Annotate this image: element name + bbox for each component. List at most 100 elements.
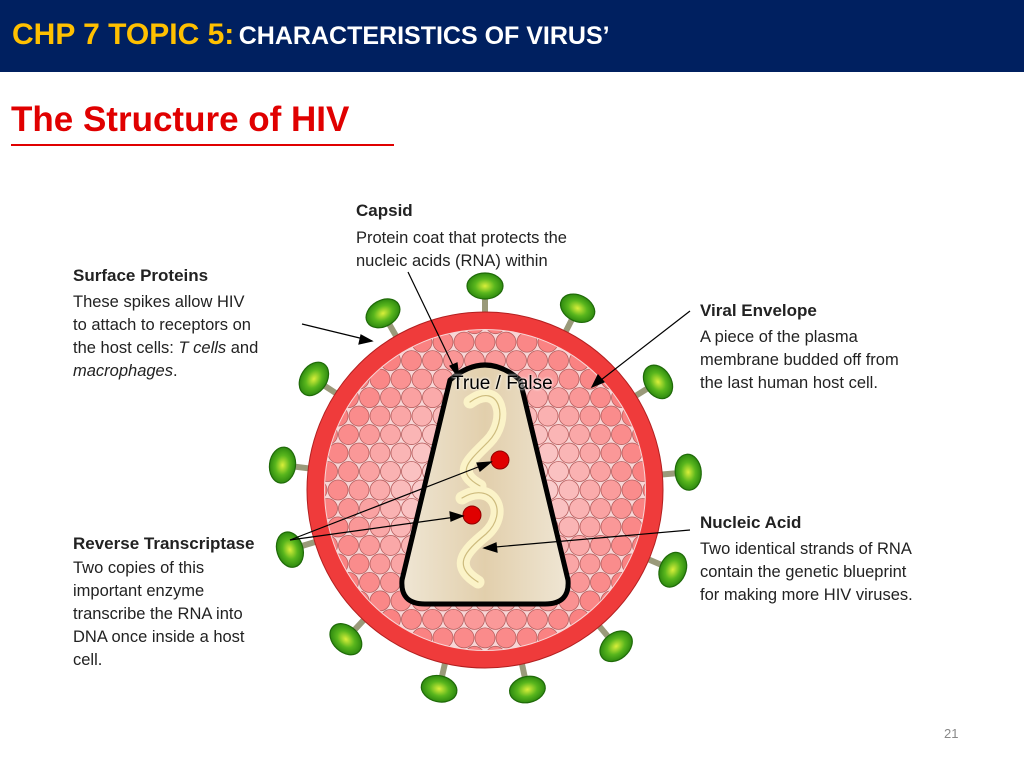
- surface-protein-spike: [599, 630, 633, 663]
- true-false-overlay: True / False: [452, 373, 553, 394]
- reverse-transcriptase-label-line-3: transcribe the RNA into: [73, 605, 243, 623]
- matrix-cell: [422, 387, 443, 409]
- rt-pointer-line-2: [289, 515, 464, 541]
- matrix-cell: [325, 479, 328, 501]
- envelope-pointer-line: [591, 310, 691, 388]
- envelope-pointer-arrowhead: [590, 373, 605, 389]
- page-number: 21: [944, 726, 959, 741]
- slide-subtitle: The Structure of HIV: [11, 100, 350, 139]
- matrix-cell: [453, 331, 475, 353]
- matrix-cell: [411, 405, 433, 427]
- surface-protein-spike: [642, 364, 674, 400]
- surface-protein-spike: [268, 446, 297, 484]
- matrix-cell: [453, 627, 475, 649]
- matrix-cell: [348, 405, 370, 427]
- matrix-cell: [390, 368, 412, 390]
- matrix-cell: [527, 608, 548, 630]
- matrix-cell: [338, 498, 359, 519]
- capsid-pointer-line: [407, 271, 460, 379]
- matrix-cell: [569, 387, 590, 409]
- matrix-cell: [548, 424, 569, 445]
- matrix-cell: [359, 461, 380, 482]
- matrix-cell: [359, 387, 380, 409]
- viral-envelope-label: Viral Envelope A piece of the plasma mem…: [700, 301, 899, 395]
- reverse-transcriptase-label-line-5: cell.: [73, 651, 103, 669]
- nucleic-acid-label: Nucleic Acid Two identical strands of RN…: [700, 513, 913, 607]
- matrix-cell: [569, 572, 590, 593]
- surface-proteins-label-line-2: to attach to receptors on: [73, 316, 251, 334]
- surface-protein-spike: [329, 623, 363, 656]
- matrix-cell: [506, 350, 527, 372]
- matrix-cell: [611, 461, 632, 482]
- matrix-cell: [401, 424, 422, 445]
- nucleic-acid-label-line-3: for making more HIV viruses.: [700, 586, 913, 604]
- nucleic-acid-label-line-2: contain the genetic blueprint: [700, 563, 907, 581]
- matrix-cell: [590, 498, 611, 519]
- matrix-cell: [548, 350, 569, 372]
- surface-proteins-line-3-text: the host cells:: [73, 339, 179, 357]
- matrix-cell: [390, 405, 412, 427]
- matrix-cell: [558, 516, 580, 538]
- viral-envelope-label-line-2: membrane budded off from: [700, 351, 899, 369]
- matrix-cell: [611, 424, 632, 445]
- matrix-cell: [401, 387, 422, 409]
- matrix-cell: [464, 330, 485, 335]
- matrix-cell: [600, 479, 622, 501]
- matrix-cell: [579, 479, 601, 501]
- matrix-cell: [600, 442, 622, 464]
- matrix-cell: [495, 627, 517, 649]
- matrix-cell: [527, 387, 548, 409]
- header-bar: CHP 7 TOPIC 5: CHARACTERISTICS OF VIRUS’: [0, 0, 1024, 72]
- matrix-cell: [485, 330, 506, 335]
- reverse-transcriptase-1: [490, 450, 510, 470]
- matrix-cell: [348, 516, 370, 538]
- matrix-cell: [359, 572, 380, 593]
- matrix-cell: [611, 535, 632, 556]
- nucleic-acid-pointer-line: [483, 529, 691, 549]
- matrix-cell: [621, 479, 643, 501]
- matrix-cell: [464, 608, 485, 630]
- matrix-cell: [590, 387, 611, 409]
- matrix-cell: [380, 572, 401, 593]
- matrix-cell: [380, 461, 401, 482]
- matrix-cell: [359, 535, 380, 556]
- surface-protein-spike: [275, 531, 305, 568]
- matrix-cell: [558, 479, 580, 501]
- matrix-cell: [590, 461, 611, 482]
- matrix-cell: [495, 331, 517, 353]
- matrix-cell: [369, 442, 391, 464]
- matrix-cell: [558, 368, 580, 390]
- surface-proteins-label-title: Surface Proteins: [73, 266, 209, 285]
- rt-pointer-line-1: [289, 461, 492, 541]
- matrix-cell: [359, 498, 380, 519]
- surface-protein-pointer-arrowhead: [358, 334, 374, 345]
- surface-protein-spike: [420, 674, 458, 703]
- slide-title-prefix: CHP 7 TOPIC 5:: [12, 18, 235, 51]
- matrix-cell: [338, 461, 359, 482]
- matrix-cell: [464, 645, 485, 650]
- subtitle-underline: [11, 144, 394, 146]
- matrix-cell: [590, 535, 611, 556]
- matrix-cell: [411, 368, 433, 390]
- surface-protein-spike: [509, 675, 546, 704]
- surface-proteins-t-cells: T cells: [178, 339, 227, 357]
- surface-proteins-period: .: [172, 362, 178, 380]
- reverse-transcriptase-label-title: Reverse Transcriptase: [73, 534, 255, 553]
- rt-pointer-arrowhead-1: [476, 461, 493, 472]
- surface-proteins-and: and: [226, 339, 259, 357]
- surface-proteins-label-line-3: the host cells: T cells and: [73, 337, 258, 360]
- matrix-cell: [390, 442, 412, 464]
- surface-proteins-group: [268, 272, 702, 704]
- surface-proteins-label-line-4: macrophages.: [73, 360, 258, 383]
- surface-proteins-macrophages: macrophages: [73, 362, 173, 380]
- matrix-cell: [359, 424, 380, 445]
- matrix-cell: [506, 608, 527, 630]
- matrix-cell: [590, 424, 611, 445]
- rna-strand-2-edge: [461, 492, 498, 583]
- matrix-cell: [327, 479, 349, 501]
- matrix-cell: [569, 535, 590, 556]
- matrix-cell: [422, 608, 443, 630]
- surface-protein-spike: [674, 453, 702, 491]
- matrix-cell: [579, 405, 601, 427]
- matrix-cell: [569, 424, 590, 445]
